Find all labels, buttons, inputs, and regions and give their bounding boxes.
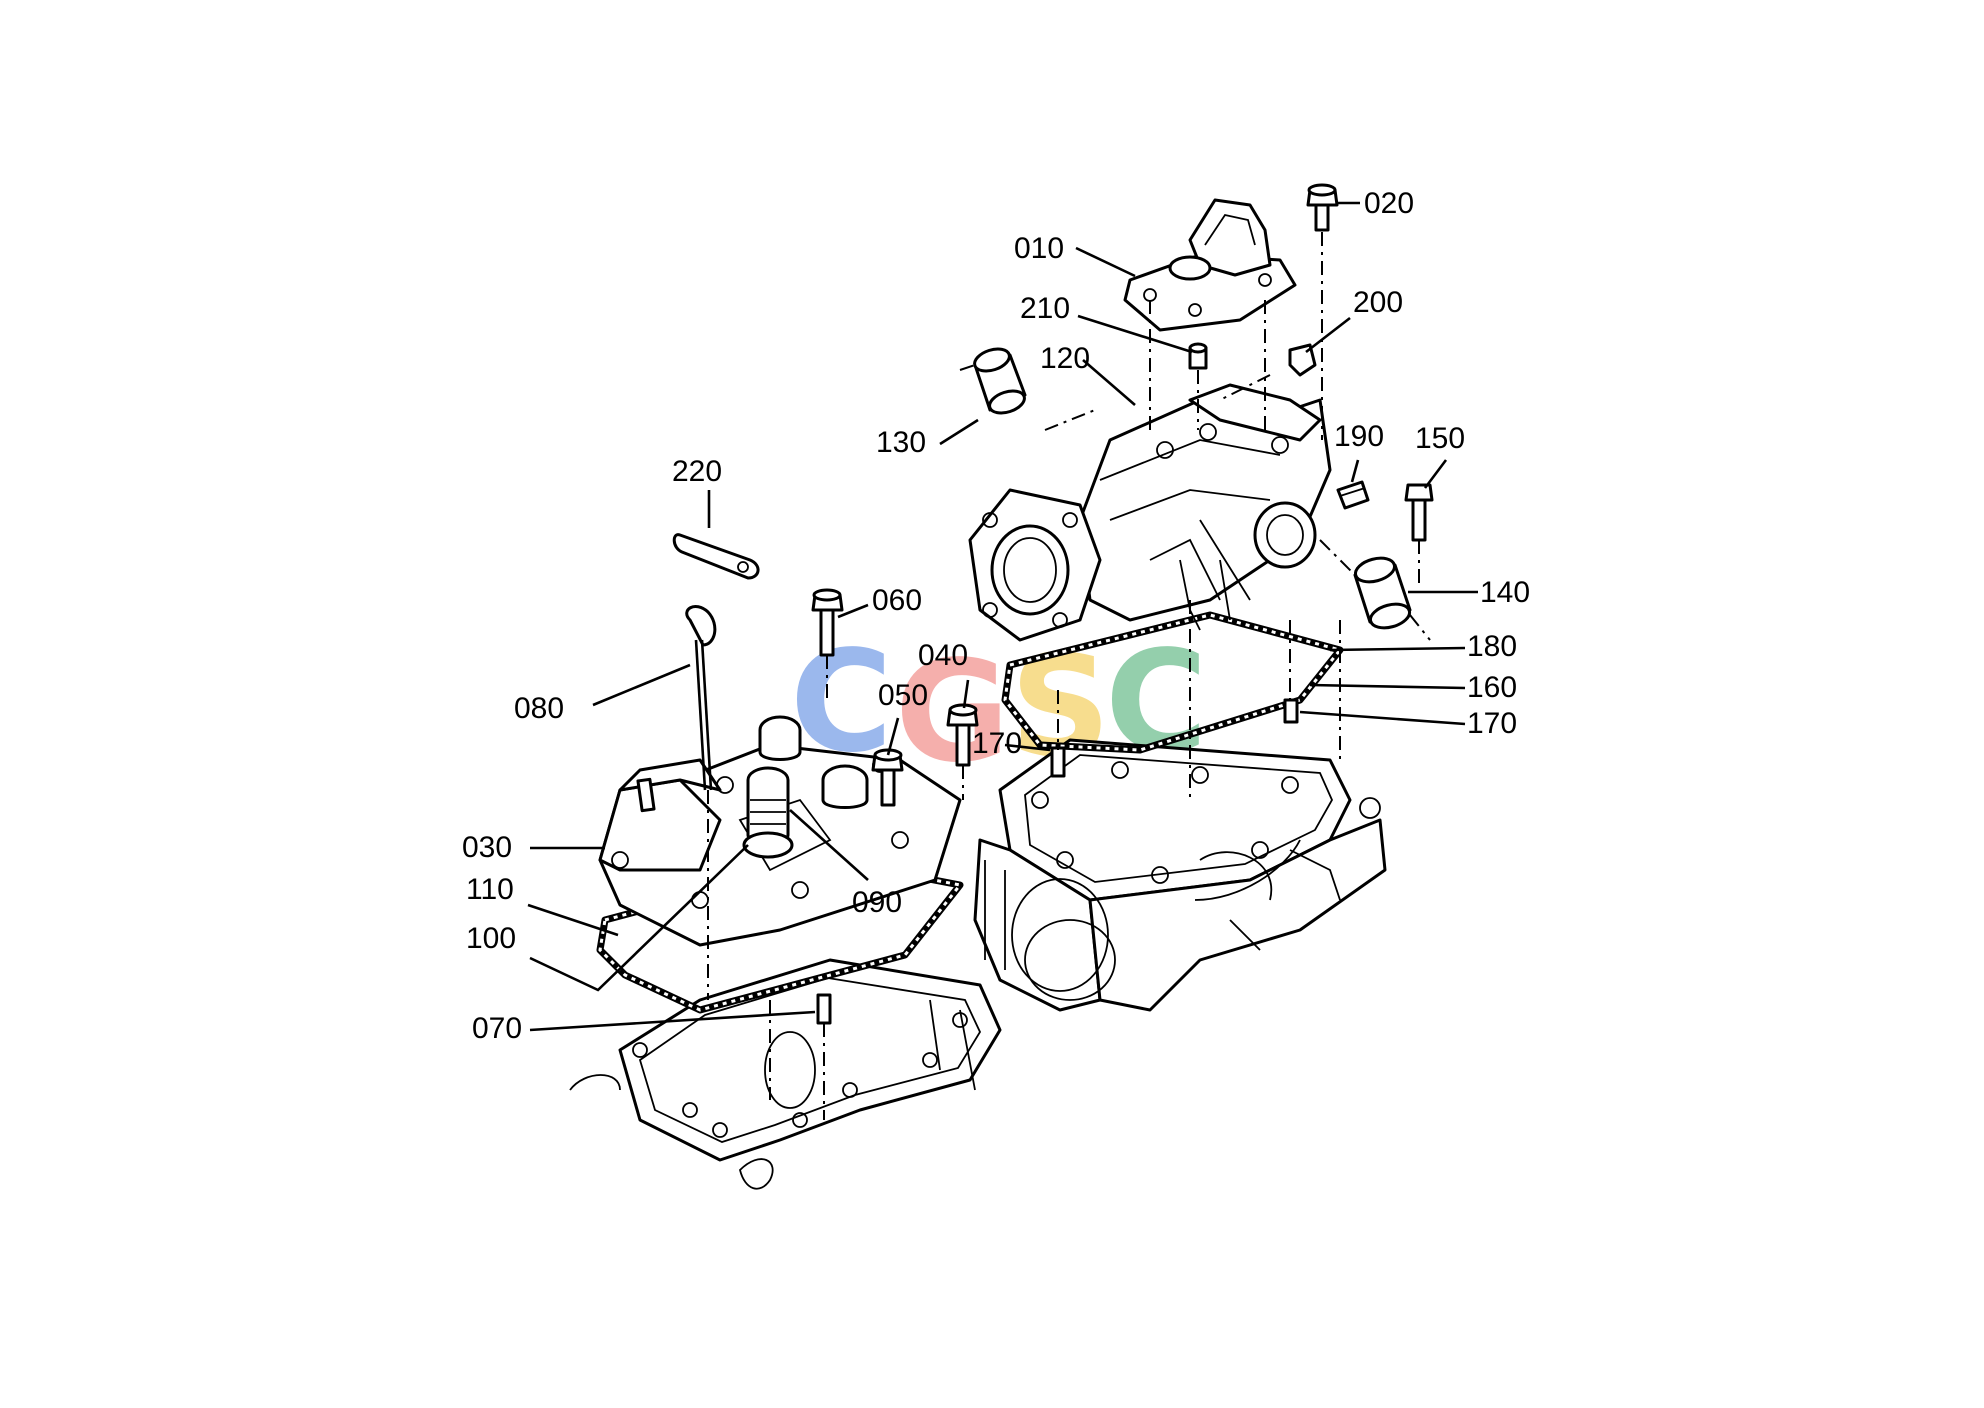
label-160: 160	[1467, 671, 1517, 704]
transmission-case-right	[973, 738, 1387, 1012]
pin-170-right	[1283, 698, 1299, 724]
transmission-case-left	[569, 958, 1002, 1190]
assembly-lines	[707, 300, 1431, 1120]
bolt-060	[811, 588, 844, 700]
bushing-140	[1353, 556, 1412, 630]
label-220: 220	[672, 455, 722, 488]
label-060: 060	[872, 584, 922, 617]
tag-220	[672, 533, 760, 580]
housing-120	[968, 383, 1332, 642]
bolt-150	[1404, 483, 1434, 585]
label-050: 050	[878, 679, 928, 712]
dipstick-080	[685, 605, 717, 791]
oil-cap-090	[742, 766, 794, 859]
label-170-right: 170	[1467, 707, 1517, 740]
part-labels: 020 010 210 200 120 130 190 150 220 140 …	[462, 187, 1530, 1045]
breather-200	[1288, 343, 1317, 377]
label-070: 070	[472, 1012, 522, 1045]
label-180: 180	[1467, 630, 1517, 663]
bushing-130	[973, 347, 1027, 415]
label-020: 020	[1364, 187, 1414, 220]
gasket-160	[1001, 611, 1344, 754]
bolt-020	[1306, 183, 1339, 440]
label-190: 190	[1334, 420, 1384, 453]
leader-lines	[527, 201, 1478, 1032]
pin-170-left	[1050, 746, 1066, 778]
label-080: 080	[514, 692, 564, 725]
label-090: 090	[852, 886, 902, 919]
label-200: 200	[1353, 286, 1403, 319]
label-140: 140	[1480, 576, 1530, 609]
bolt-050	[871, 748, 904, 807]
bolt-040	[946, 703, 979, 800]
label-110: 110	[466, 873, 514, 906]
label-010: 010	[1014, 232, 1064, 265]
pin-070	[816, 993, 832, 1025]
label-120: 120	[1040, 342, 1090, 375]
label-210: 210	[1020, 292, 1070, 325]
plug-190	[1336, 480, 1370, 510]
label-170-left: 170	[972, 727, 1022, 760]
label-040: 040	[918, 639, 968, 672]
plug-210	[1188, 342, 1208, 370]
label-100: 100	[466, 922, 516, 955]
label-030: 030	[462, 831, 512, 864]
cover-010	[1123, 198, 1297, 332]
label-130: 130	[876, 426, 926, 459]
label-150: 150	[1415, 422, 1465, 455]
